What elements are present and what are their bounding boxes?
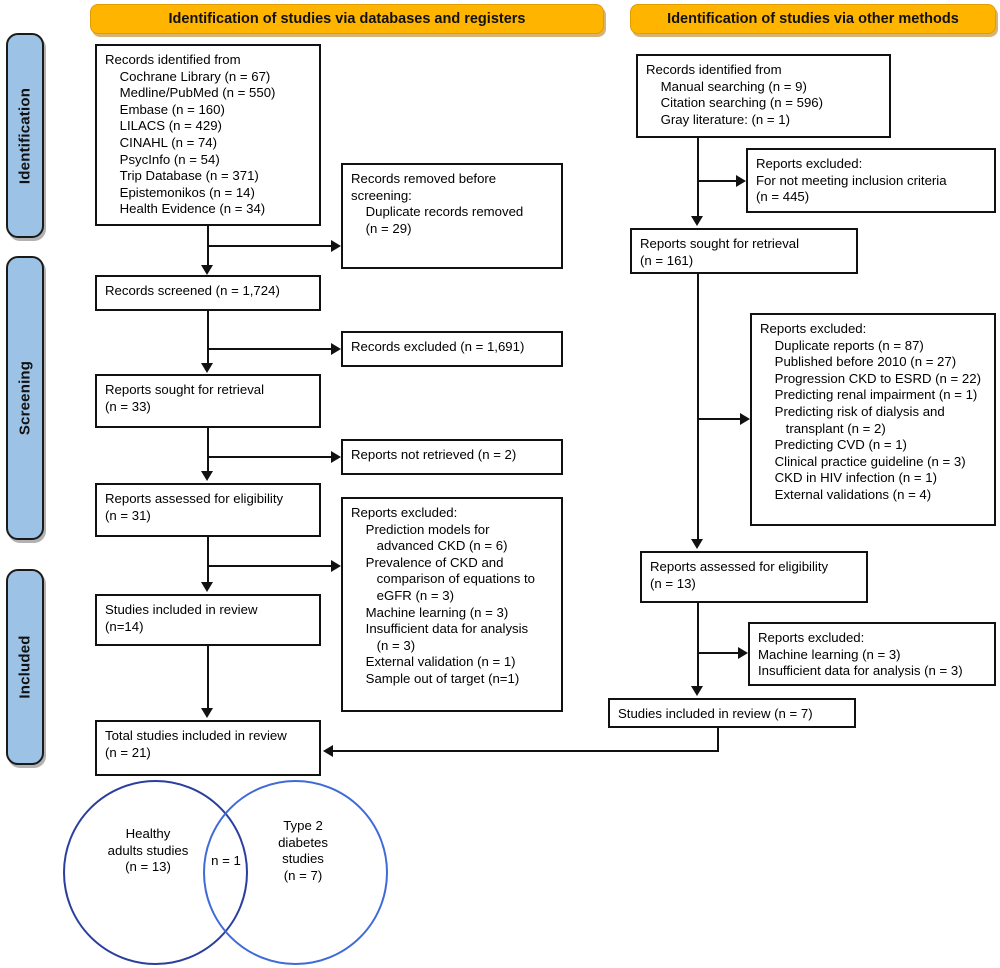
connector-assessed-to-reports-excluded xyxy=(207,565,331,567)
arrow-included-to-total xyxy=(201,708,213,718)
box-reports-assessed-for-eligibility-other: Reports assessed for eligibility (n = 13… xyxy=(640,551,868,603)
connector-other-identified-to-excluded xyxy=(697,180,736,182)
stage-tab-identification: Identification xyxy=(6,33,44,238)
box-reports-excluded-databases: Reports excluded: Prediction models for … xyxy=(341,497,563,712)
arrow-other-assessed-to-included xyxy=(691,686,703,696)
box-reports-not-retrieved: Reports not retrieved (n = 2) xyxy=(341,439,563,475)
stage-tab-included-label: Included xyxy=(16,635,34,699)
box-records-screened: Records screened (n = 1,724) xyxy=(95,275,321,311)
venn-label-healthy-adults: Healthy adults studies (n = 13) xyxy=(107,826,189,875)
connector-included-to-total xyxy=(207,646,209,708)
column-header-other-methods-label: Identification of studies via other meth… xyxy=(667,11,959,27)
connector-other-sought-to-reports-excluded xyxy=(697,418,740,420)
connector-screened-to-excluded xyxy=(207,348,331,350)
box-studies-included-other: Studies included in review (n = 7) xyxy=(608,698,856,728)
box-records-removed-before-screening: Records removed before screening: Duplic… xyxy=(341,163,563,269)
arrow-screened-to-excluded xyxy=(331,343,341,355)
connector-assessed-to-included xyxy=(207,537,209,582)
box-reports-assessed-for-eligibility-databases: Reports assessed for eligibility (n = 31… xyxy=(95,483,321,537)
box-reports-sought-for-retrieval-other: Reports sought for retrieval (n = 161) xyxy=(630,228,858,274)
stage-tab-included: Included xyxy=(6,569,44,765)
arrow-other-sought-to-assessed xyxy=(691,539,703,549)
arrow-other-included-to-total xyxy=(323,745,333,757)
arrow-sought-to-not-retrieved xyxy=(331,451,341,463)
arrow-assessed-to-included xyxy=(201,582,213,592)
arrow-other-sought-to-reports-excluded xyxy=(740,413,750,425)
column-header-databases: Identification of studies via databases … xyxy=(90,4,604,34)
box-records-identified-other-methods: Records identified from Manual searching… xyxy=(636,54,891,138)
connector-screened-to-sought xyxy=(207,311,209,363)
arrow-identified-to-screened xyxy=(201,265,213,275)
stage-tab-identification-label: Identification xyxy=(16,87,34,184)
connector-sought-to-assessed xyxy=(207,428,209,471)
connector-identified-to-removed xyxy=(207,245,331,247)
connector-other-assessed-to-included xyxy=(697,603,699,686)
venn-circle-type2-diabetes xyxy=(203,780,388,965)
stage-tab-screening: Screening xyxy=(6,256,44,540)
column-header-other-methods: Identification of studies via other meth… xyxy=(630,4,996,34)
arrow-identified-to-removed xyxy=(331,240,341,252)
arrow-other-assessed-to-excluded-2 xyxy=(738,647,748,659)
column-header-databases-label: Identification of studies via databases … xyxy=(168,11,526,27)
arrow-screened-to-sought xyxy=(201,363,213,373)
box-reports-sought-for-retrieval-databases: Reports sought for retrieval (n = 33) xyxy=(95,374,321,428)
box-studies-included-databases: Studies included in review (n=14) xyxy=(95,594,321,646)
arrow-sought-to-assessed xyxy=(201,471,213,481)
box-total-studies-included: Total studies included in review (n = 21… xyxy=(95,720,321,776)
connector-other-identified-to-sought xyxy=(697,138,699,216)
connector-sought-to-not-retrieved xyxy=(207,456,331,458)
arrow-assessed-to-reports-excluded xyxy=(331,560,341,572)
box-reports-excluded-inclusion-criteria: Reports excluded: For not meeting inclus… xyxy=(746,148,996,213)
connector-other-included-to-total xyxy=(333,750,719,752)
venn-label-type2-diabetes: Type 2 diabetes studies (n = 7) xyxy=(278,818,328,883)
stage-tab-screening-label: Screening xyxy=(16,360,34,436)
connector-other-included-down xyxy=(717,728,719,752)
box-records-identified-databases: Records identified from Cochrane Library… xyxy=(95,44,321,226)
box-reports-excluded-other-second: Reports excluded: Machine learning (n = … xyxy=(748,622,996,686)
connector-other-sought-to-assessed xyxy=(697,274,699,539)
connector-other-assessed-to-excluded-2 xyxy=(697,652,738,654)
arrow-other-identified-to-sought xyxy=(691,216,703,226)
arrow-other-identified-to-excluded xyxy=(736,175,746,187)
box-records-excluded: Records excluded (n = 1,691) xyxy=(341,331,563,367)
venn-label-overlap: n = 1 xyxy=(211,853,241,868)
box-reports-excluded-other-methods: Reports excluded: Duplicate reports (n =… xyxy=(750,313,996,526)
